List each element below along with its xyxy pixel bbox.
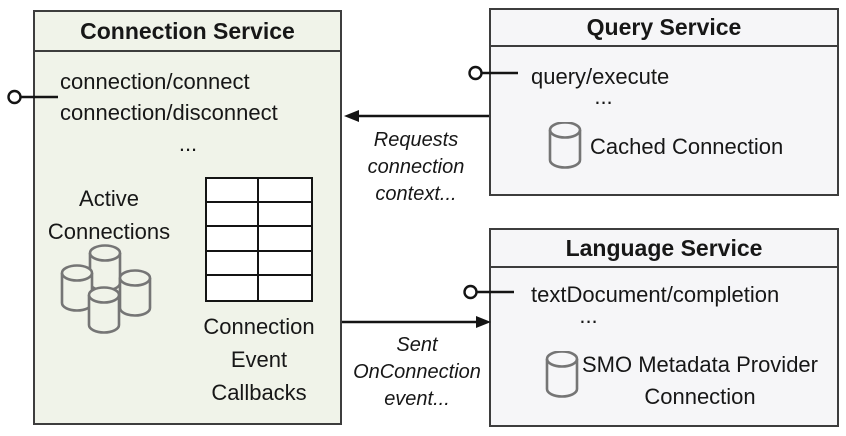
database-cylinder-icon [545,351,579,398]
grid-cell [259,252,311,276]
connection-service-methods: connection/connect connection/disconnect… [60,66,316,159]
arrow-connection-to-language [342,316,491,328]
cached-connection-label: Cached Connection [590,134,784,159]
database-cylinder-icon [60,264,94,312]
connection-service-title: Connection Service [35,12,340,52]
database-cylinder-icon [548,122,582,169]
database-cylinder-icon [88,244,122,292]
arrow-query-to-connection [344,110,489,122]
language-service-title: Language Service [491,230,837,268]
methods-ellipsis: ... [579,303,598,328]
method-connection-connect: connection/connect [60,69,250,94]
connection-event-callbacks-label: Connection Event Callbacks [203,314,315,405]
grid-cell [259,227,311,252]
grid-cell [259,276,311,300]
active-connections-cylinders-icon [60,244,152,334]
active-connections-label: Active Connections [47,186,171,244]
grid-cell [207,275,259,300]
query-service-title: Query Service [491,10,837,47]
grid-cell [207,227,259,252]
method-connection-disconnect: connection/disconnect [60,100,278,125]
grid-cell [259,203,311,228]
smo-metadata-provider-connection-label: SMO Metadata Provider Connection [582,352,818,409]
method-textdocument-completion: textDocument/completion [531,282,780,307]
callbacks-grid [205,177,313,302]
query-service-box: Query Service query/execute ... Cached C… [489,8,839,196]
grid-cell [259,179,311,204]
methods-ellipsis: ... [178,131,198,156]
requests-connection-context-label: Requests connection context... [367,129,465,205]
method-query-execute: query/execute [531,64,670,89]
language-service-box: Language Service textDocument/completion… [489,228,839,427]
connection-service-box: Connection Service connection/connect co… [33,10,342,425]
database-cylinder-icon [118,269,152,317]
grid-cell [207,251,259,276]
arrow-left-icon [344,110,359,122]
grid-cell [207,179,259,204]
sent-onconnection-event-label: Sent OnConnection event... [353,334,481,410]
grid-cell [207,203,259,228]
methods-ellipsis: ... [594,84,613,109]
database-cylinder-icon [87,286,121,334]
